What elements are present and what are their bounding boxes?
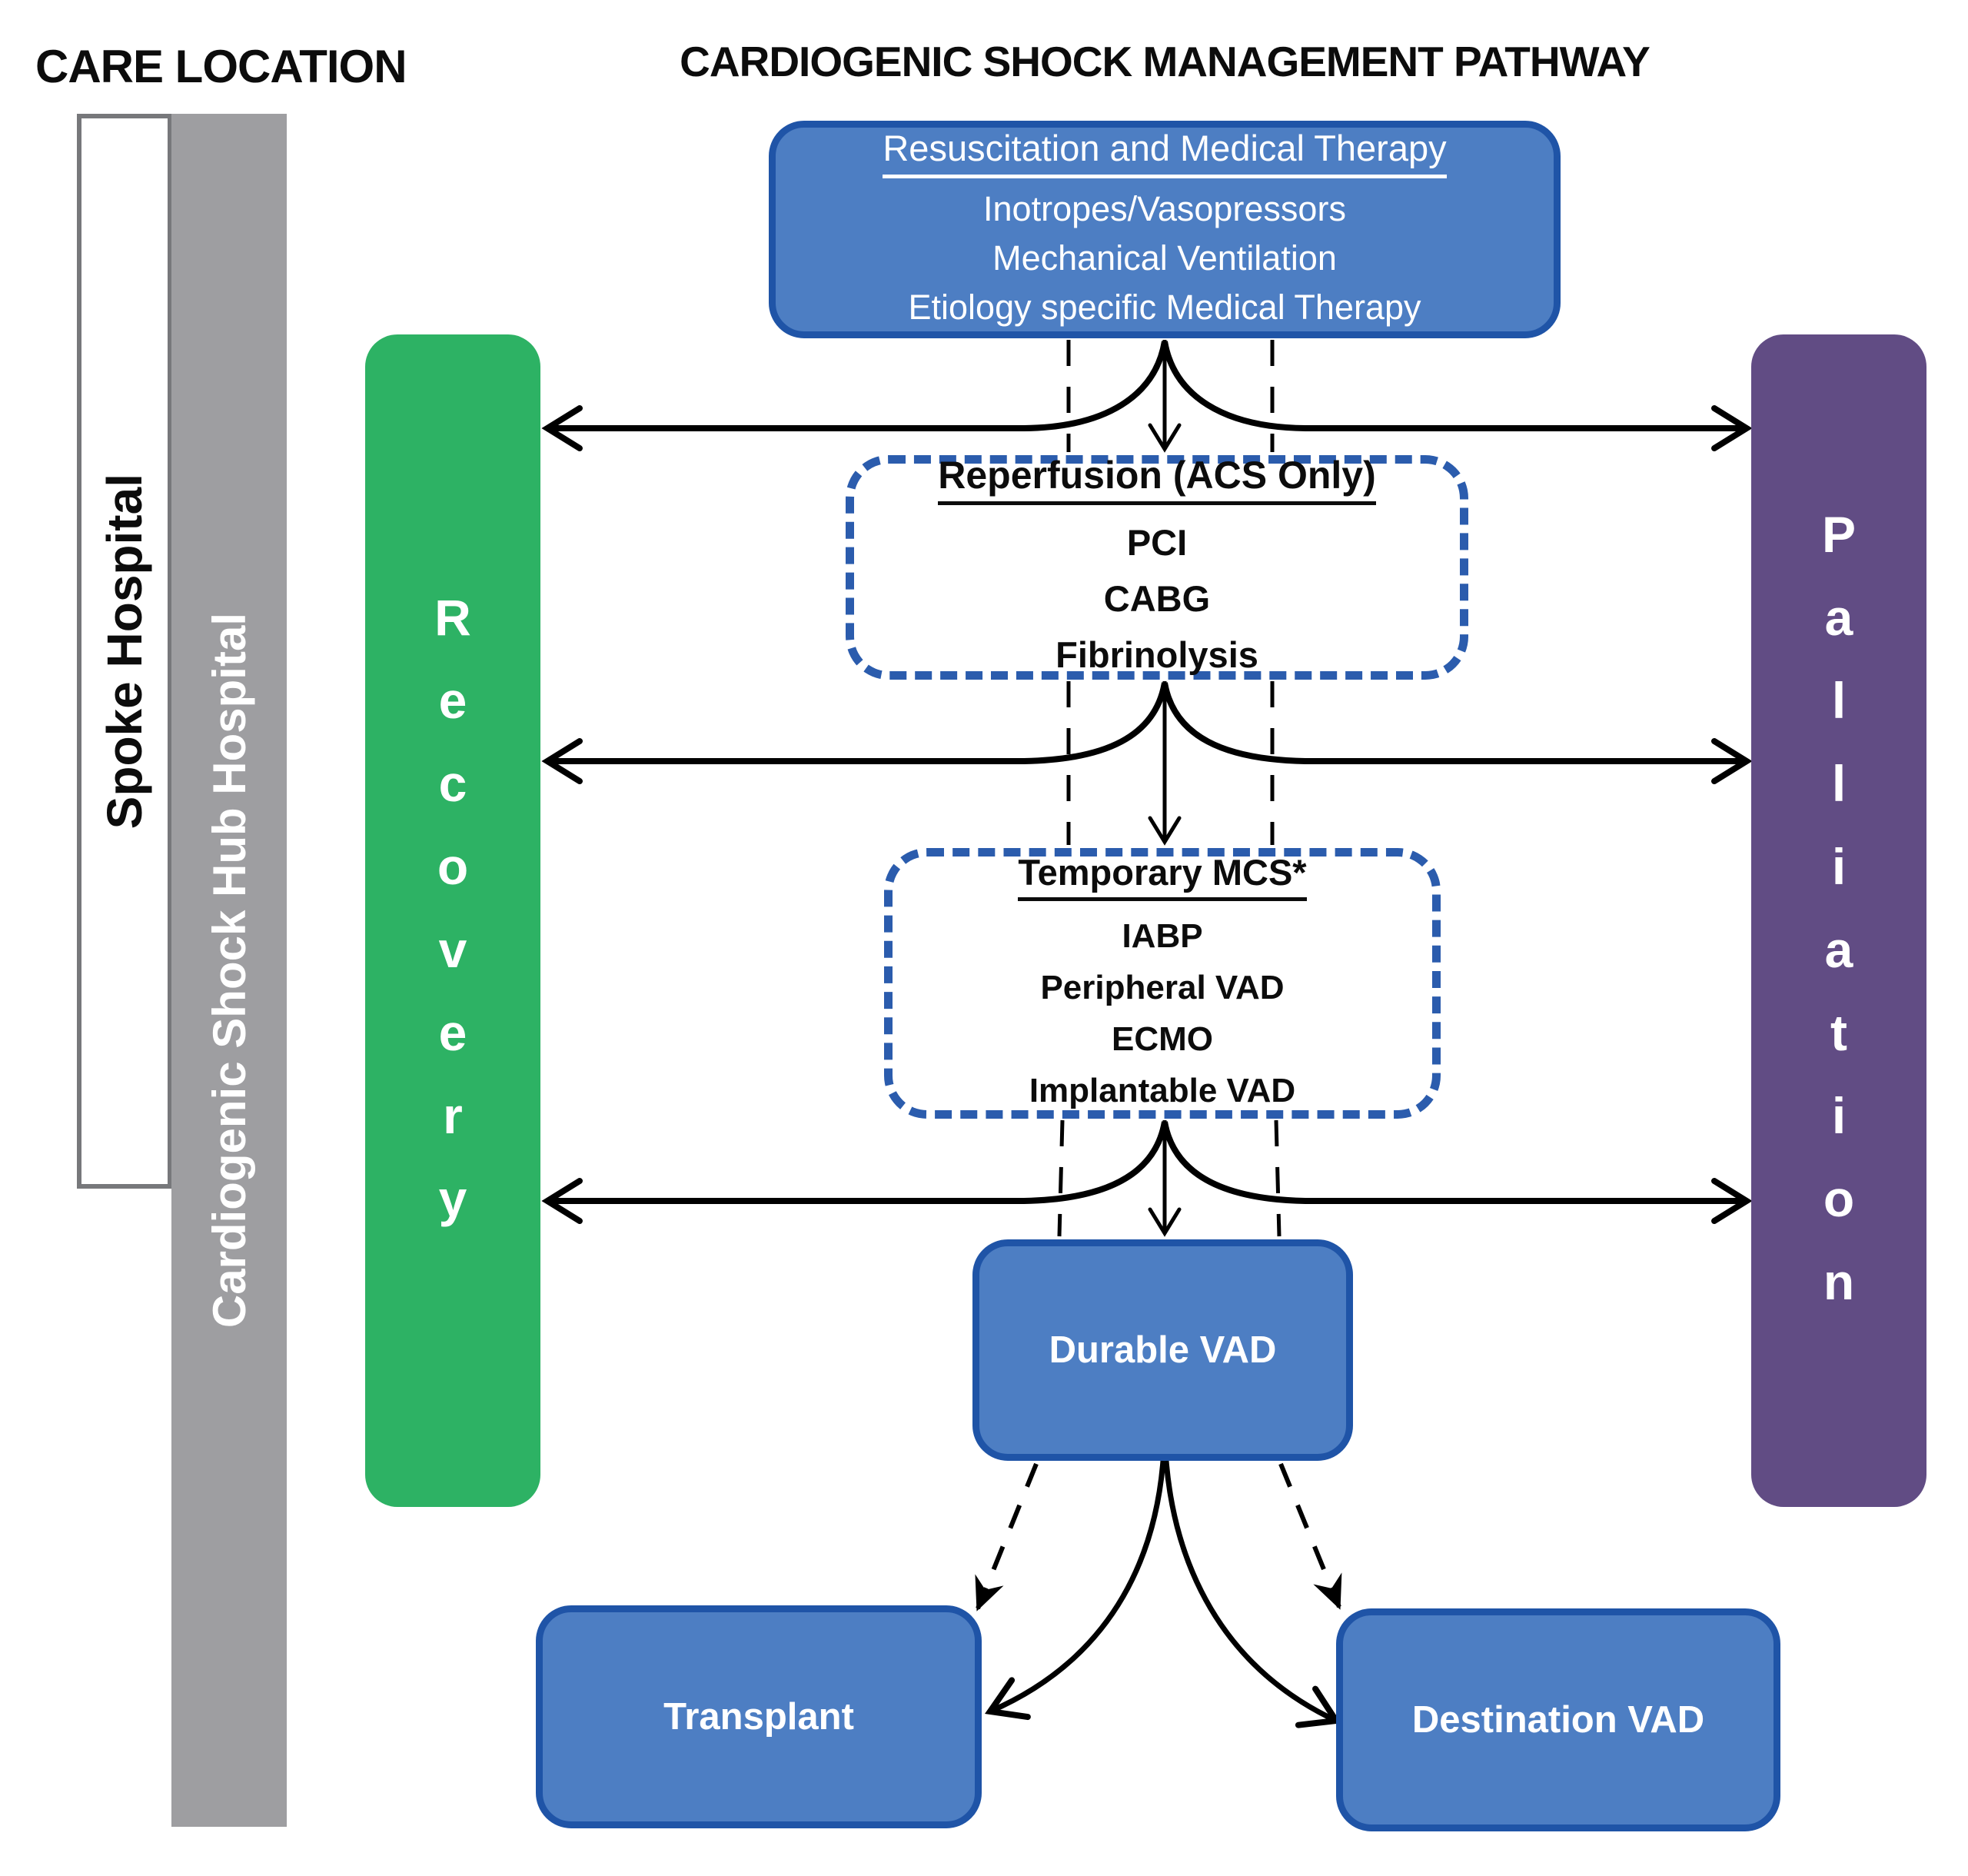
resuscitation-item: Mechanical Ventilation <box>992 238 1337 278</box>
arrow-durable-to-transplant <box>985 1460 1166 1721</box>
reperfusion-item: CABG <box>1103 577 1211 619</box>
pathway-title: CARDIOGENIC SHOCK MANAGEMENT PATHWAY <box>680 38 1651 85</box>
temporary-mcs-item: Peripheral VAD <box>1040 968 1285 1006</box>
arrow-row-durable-vad <box>975 1460 1342 1728</box>
reperfusion-box: Reperfusion (ACS Only) PCI CABG Fibrinol… <box>846 453 1468 680</box>
arrow-to-recovery-1 <box>541 341 1168 451</box>
temporary-mcs-box: Temporary MCS* IABP Peripheral VAD ECMO … <box>884 848 1441 1119</box>
resuscitation-box: Resuscitation and Medical Therapy Inotro… <box>769 121 1561 338</box>
reperfusion-heading: Reperfusion (ACS Only) <box>938 453 1376 505</box>
dashed-bypass-left-3 <box>1057 1119 1065 1237</box>
dashed-durable-to-destination <box>1278 1462 1342 1610</box>
dashed-bypass-right-3 <box>1274 1119 1282 1237</box>
arrow-to-recovery-2 <box>541 682 1168 784</box>
transplant-box: Transplant <box>536 1605 982 1828</box>
arrow-row-resuscitation <box>541 340 1753 453</box>
reperfusion-item: PCI <box>1126 521 1188 563</box>
arrow-to-recovery-3 <box>541 1121 1168 1224</box>
arrow-to-palliation-3 <box>1162 1121 1753 1224</box>
hub-hospital-bar: Cardiogenic Shock Hub Hospital <box>171 114 287 1827</box>
care-location-heading: CARE LOCATION <box>35 41 407 92</box>
resuscitation-heading: Resuscitation and Medical Therapy <box>883 127 1447 178</box>
arrow-row-reperfusion <box>541 681 1753 846</box>
durable-vad-label: Durable VAD <box>1049 1329 1277 1371</box>
temporary-mcs-heading: Temporary MCS* <box>1018 851 1307 901</box>
temporary-mcs-item: Implantable VAD <box>1029 1071 1296 1109</box>
recovery-bar: Recovery <box>365 334 540 1507</box>
arrow-to-palliation-2 <box>1162 682 1753 784</box>
hub-hospital-label: Cardiogenic Shock Hub Hospital <box>203 612 255 1329</box>
arrow-durable-to-destination <box>1163 1460 1341 1728</box>
destination-vad-box: Destination VAD <box>1336 1608 1780 1831</box>
reperfusion-item: Fibrinolysis <box>1055 634 1258 675</box>
arrow-to-palliation-1 <box>1162 341 1753 451</box>
temporary-mcs-item: ECMO <box>1112 1019 1213 1058</box>
temporary-mcs-item: IABP <box>1122 916 1203 955</box>
recovery-label: Recovery <box>424 588 481 1253</box>
resuscitation-item: Etiology specific Medical Therapy <box>908 288 1421 327</box>
transplant-label: Transplant <box>663 1696 854 1738</box>
durable-vad-box: Durable VAD <box>972 1239 1353 1461</box>
dashed-durable-to-transplant <box>975 1462 1039 1612</box>
destination-vad-label: Destination VAD <box>1411 1699 1705 1741</box>
spoke-hospital-bar: Spoke Hospital <box>77 114 172 1189</box>
arrow-row-temporary-mcs <box>541 1119 1753 1237</box>
spoke-hospital-label: Spoke Hospital <box>97 473 152 830</box>
palliation-bar: Palliation <box>1751 334 1926 1507</box>
resuscitation-item: Inotropes/Vasopressors <box>983 189 1346 228</box>
palliation-label: Palliation <box>1810 505 1867 1336</box>
